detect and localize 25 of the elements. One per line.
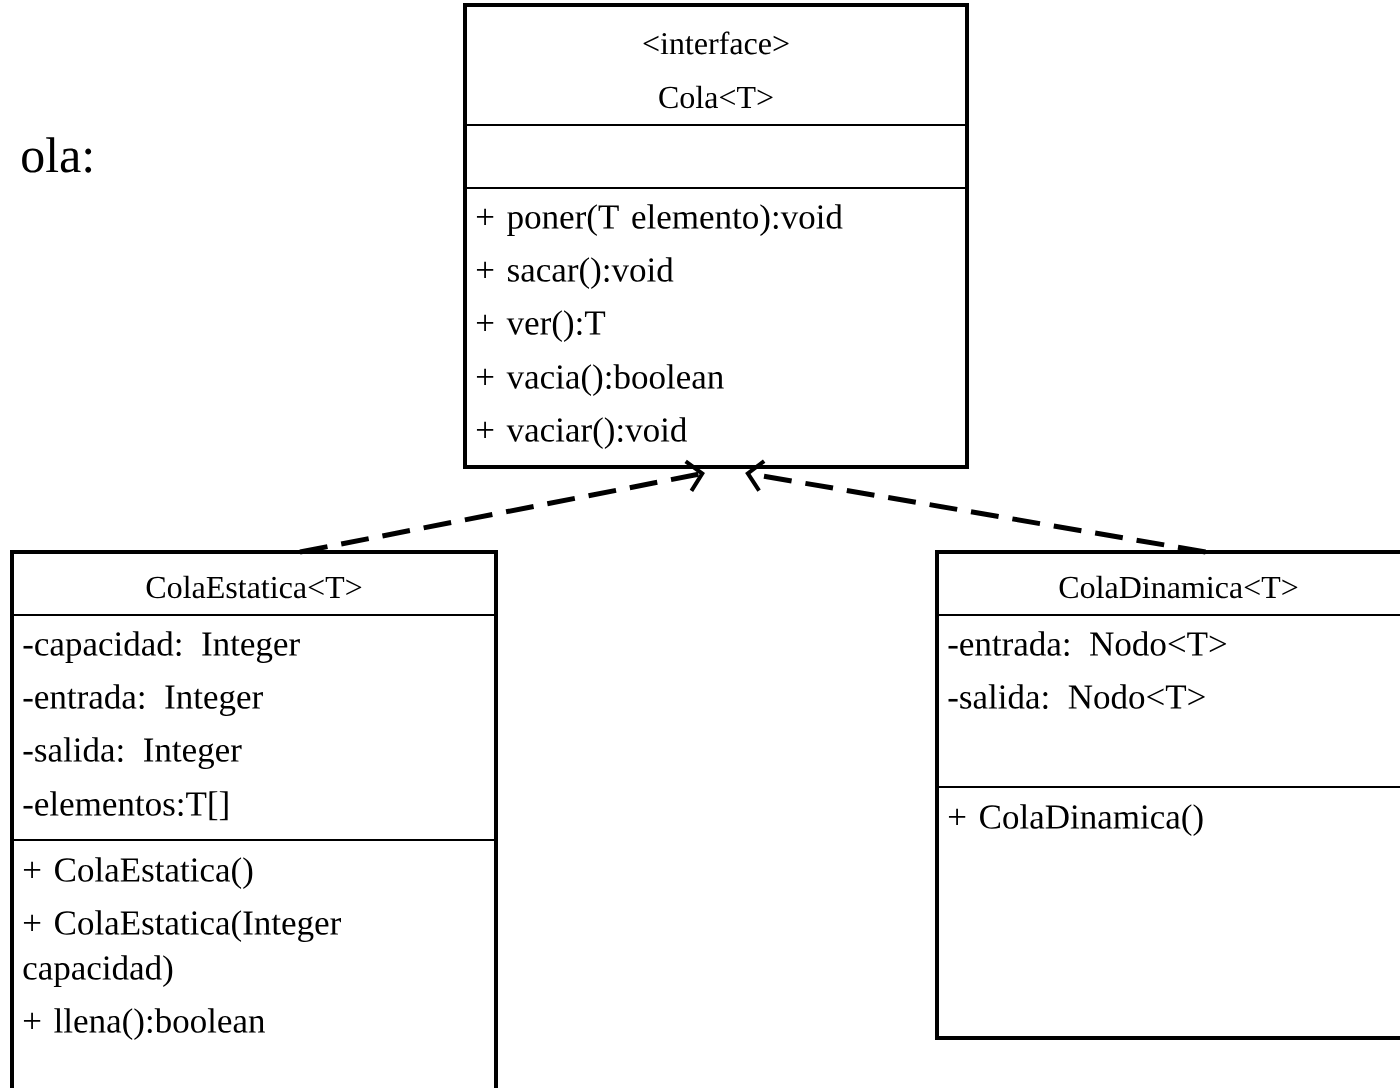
class-box [10,550,498,1088]
class-box [463,3,969,469]
attribute-text: -capacidad: Integer [23,631,300,664]
attribute-text: -salida: Integer [23,737,242,770]
method-text: + ver():T [476,310,606,342]
method-text: + ColaEstatica() [23,857,253,889]
slide-title-text: ola: [22,137,92,173]
class-name: ColaDinamica<T> [1059,575,1298,599]
stereotype-text: <interface> [643,31,789,55]
attribute-text: -elementos:T[] [23,791,228,821]
class-name: ColaEstatica<T> [146,575,362,599]
method-text: + poner(T elemento):void [476,204,843,236]
attribute-text: -salida: Nodo<T> [948,684,1205,709]
method-text: + llena():boolean [23,1008,265,1040]
class-name: Cola<T> [659,85,773,109]
method-text: + ColaDinamica() [948,804,1203,836]
method-text: + ColaEstatica(Integer capacidad) [23,910,341,987]
method-text: + sacar():void [476,257,674,289]
method-text: + vacia():boolean [476,364,724,396]
attribute-text: -entrada: Nodo<T> [948,631,1227,656]
realization-arrow [745,459,1206,555]
class-box [935,550,1400,1040]
realization-arrow [299,459,705,555]
method-text: + vaciar():void [476,417,687,449]
attribute-text: -entrada: Integer [23,684,263,717]
